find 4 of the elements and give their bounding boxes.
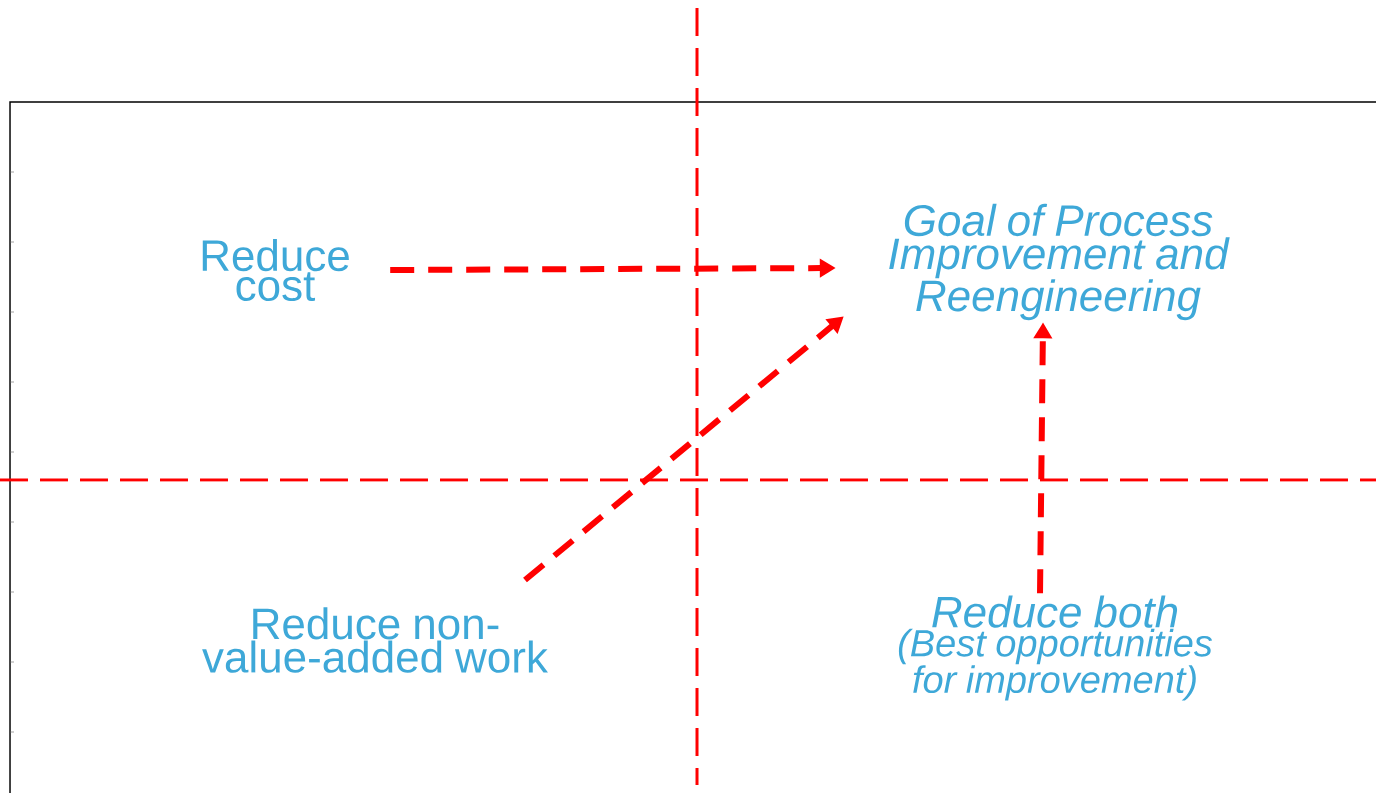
node-text: Goal of Process Improvement and Reengineering xyxy=(889,203,1230,321)
node-text: Reduce cost xyxy=(202,238,349,302)
node-text: Reduce non-value-added work xyxy=(202,607,548,673)
node-text: Reduce both (Best opportunities for improvement) xyxy=(898,595,1213,701)
